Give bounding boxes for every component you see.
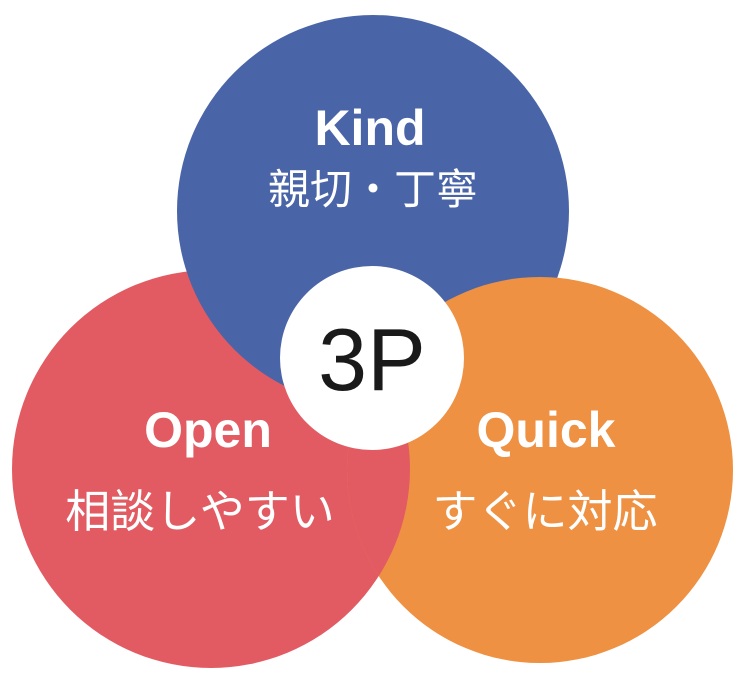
- open-label: Open: [144, 402, 272, 458]
- center-circle: [280, 266, 464, 450]
- kind-sublabel: 親切・丁寧: [268, 166, 478, 213]
- open-sublabel: 相談しやすい: [65, 486, 335, 537]
- quick-sublabel: すぐに対応: [432, 486, 657, 537]
- quick-label: Quick: [477, 402, 616, 458]
- center-label: 3P: [318, 310, 426, 409]
- kind-label: Kind: [314, 100, 425, 156]
